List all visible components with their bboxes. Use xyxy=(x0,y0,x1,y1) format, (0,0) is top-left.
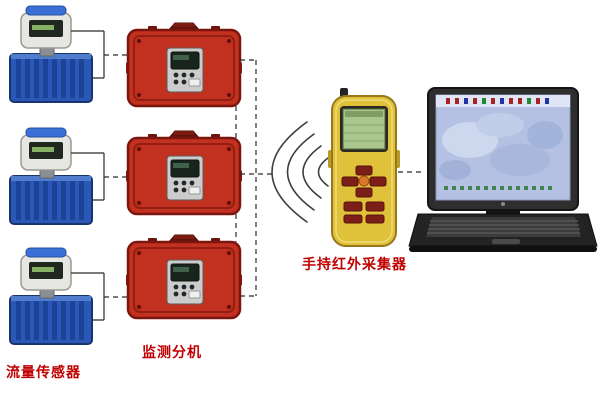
flow-sensor-2 xyxy=(9,127,93,225)
flow-sensor-label: 流量传感器 xyxy=(6,365,81,381)
handheld-collector-label: 手持红外采集器 xyxy=(302,257,407,273)
monitor-unit-3 xyxy=(124,233,244,320)
flow-sensor-1 xyxy=(9,5,93,103)
sensor-case-connector-2 xyxy=(71,152,128,201)
sensor-case-connector-3 xyxy=(71,272,128,321)
laptop-keyboard xyxy=(426,217,581,237)
flow-sensor-3 xyxy=(9,247,93,345)
laptop-screen-bottom-text xyxy=(444,186,552,190)
monitor-unit-label: 监测分机 xyxy=(142,345,202,361)
monitor-unit-1 xyxy=(124,21,244,108)
laptop-computer xyxy=(408,87,598,252)
handheld-keypad xyxy=(341,165,387,224)
handheld-collector xyxy=(328,88,400,247)
laptop-brand-logo xyxy=(501,202,505,206)
laptop-screen-content xyxy=(439,113,563,180)
laptop-screen-title-text xyxy=(446,98,549,104)
laptop-touchpad xyxy=(492,239,520,244)
monitor-unit-2 xyxy=(124,129,244,216)
sensor-case-connector-1 xyxy=(71,30,128,79)
case-bus-connectors xyxy=(235,59,272,297)
wireless-signal-arcs xyxy=(271,121,329,223)
